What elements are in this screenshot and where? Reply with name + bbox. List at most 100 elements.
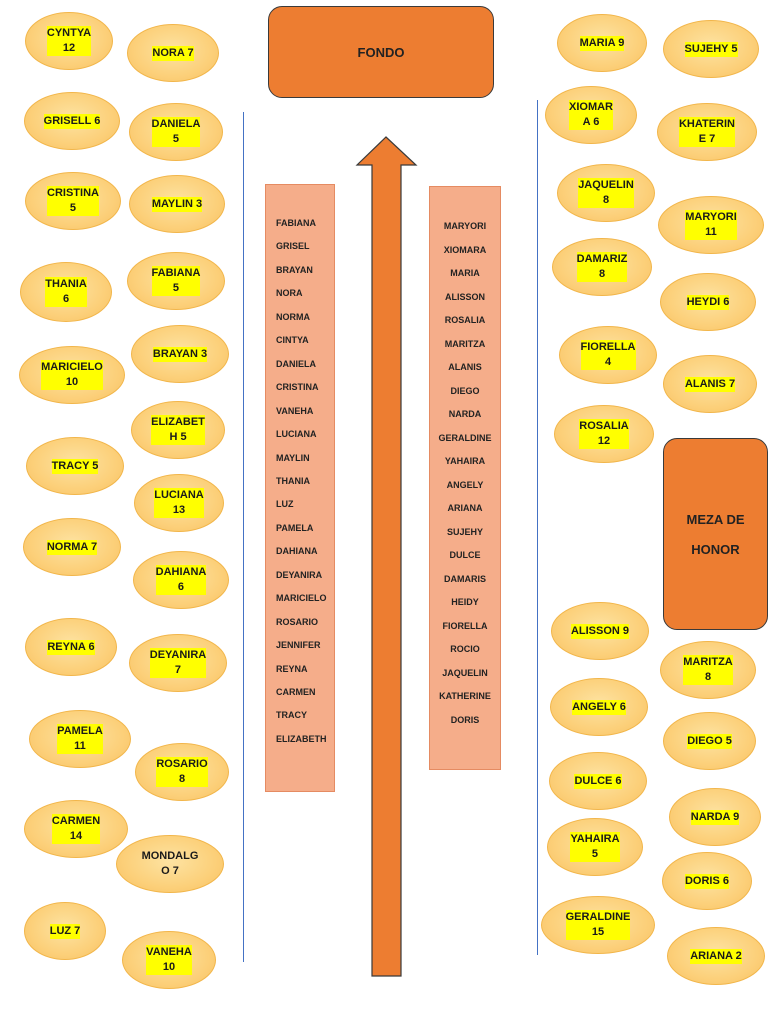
table-label: CYNTYA 12 xyxy=(46,26,92,56)
list-item: ROSARIO xyxy=(276,616,319,627)
table-label: ROSARIO 8 xyxy=(156,757,208,787)
list-item: ELIZABETH xyxy=(276,733,327,744)
table-label: DAHIANA 6 xyxy=(155,565,207,595)
left-guest-table: CRISTINA 5 xyxy=(25,172,121,230)
right-guest-table: DULCE 6 xyxy=(549,752,647,810)
left-guest-table: MONDALG O 7 xyxy=(116,835,224,893)
table-label: MARITZA 8 xyxy=(683,655,733,685)
mesa-honor-label: MEZA DE HONOR xyxy=(686,511,745,557)
right-guest-table: ROSALIA 12 xyxy=(554,405,654,463)
table-label: GERALDINE 15 xyxy=(565,910,631,940)
list-item: ROCIO xyxy=(450,644,480,654)
list-item: DIEGO xyxy=(450,385,480,396)
list-item: VANEHA xyxy=(276,405,314,416)
right-guest-table: KHATERIN E 7 xyxy=(657,103,757,161)
table-label: GRISELL 6 xyxy=(43,113,101,129)
table-label: ANGELY 6 xyxy=(572,699,626,715)
left-guest-table: LUZ 7 xyxy=(24,902,106,960)
table-label: FIORELLA 4 xyxy=(580,340,636,370)
right-guest-table: DIEGO 5 xyxy=(663,712,756,770)
list-item: SUJEHY xyxy=(446,526,483,537)
list-item: ALANIS xyxy=(448,362,482,372)
table-label: NORMA 7 xyxy=(46,539,98,555)
list-item: LUCIANA xyxy=(276,429,317,440)
list-item: PAMELA xyxy=(276,522,314,533)
table-label: XIOMAR A 6 xyxy=(569,100,613,130)
right-guest-table: YAHAIRA 5 xyxy=(547,818,643,876)
left-guest-table: DAHIANA 6 xyxy=(133,551,229,609)
list-item: CRISTINA xyxy=(276,382,319,393)
list-item: KATHERINE xyxy=(439,691,491,701)
table-label: ALANIS 7 xyxy=(684,376,736,392)
list-item: HEIDY xyxy=(451,597,479,607)
list-item: CINTYA xyxy=(276,335,309,346)
table-label: REYNA 6 xyxy=(47,639,95,655)
table-label: FABIANA 5 xyxy=(151,266,201,296)
fondo-label: FONDO xyxy=(357,44,405,60)
left-guest-table: VANEHA 10 xyxy=(122,931,216,989)
table-label: ARIANA 2 xyxy=(690,948,742,964)
list-item: DANIELA xyxy=(276,358,316,369)
list-item: JAQUELIN xyxy=(442,667,488,678)
right-guest-table: NARDA 9 xyxy=(669,788,761,846)
left-guest-table: DEYANIRA 7 xyxy=(129,634,227,692)
table-label: DAMARIZ 8 xyxy=(576,252,628,282)
table-label: MARYORI 11 xyxy=(685,210,737,240)
left-guest-table: FABIANA 5 xyxy=(127,252,225,310)
right-guest-table: MARITZA 8 xyxy=(660,641,756,699)
list-item: MARYORI xyxy=(443,221,487,231)
left-guest-table: CARMEN 14 xyxy=(24,800,128,858)
list-item: YAHAIRA xyxy=(444,456,486,466)
right-guest-table: MARIA 9 xyxy=(557,14,647,72)
list-item: CARMEN xyxy=(276,687,316,697)
list-item: FIORELLA xyxy=(442,620,488,631)
table-label: CRISTINA 5 xyxy=(47,186,99,216)
list-item: TRACY xyxy=(276,710,307,721)
left-guest-table: ELIZABET H 5 xyxy=(131,401,225,459)
right-divider-line xyxy=(537,100,538,955)
mesa-honor-box: MEZA DE HONOR xyxy=(663,438,768,630)
table-label: DANIELA 5 xyxy=(151,117,201,147)
table-label: MAYLIN 3 xyxy=(151,196,203,212)
left-guest-list: FABIANA GRISEL BRAYAN NORA NORMA CINTYA DANIEL… xyxy=(265,184,335,792)
table-label: ROSALIA 12 xyxy=(579,419,629,449)
table-label: CARMEN 14 xyxy=(51,814,101,844)
right-guest-table: ARIANA 2 xyxy=(667,927,765,985)
list-item: DULCE xyxy=(449,550,481,560)
table-label: MARIA 9 xyxy=(579,35,625,51)
table-label: HEYDI 6 xyxy=(686,294,730,310)
table-label: NARDA 9 xyxy=(690,809,740,825)
right-guest-table: SUJEHY 5 xyxy=(663,20,759,78)
list-item: NORA xyxy=(276,288,303,299)
list-item: ROSALIA xyxy=(444,315,486,325)
list-item: XIOMARA xyxy=(443,244,487,255)
list-item: MARITZA xyxy=(444,338,486,349)
left-guest-table: BRAYAN 3 xyxy=(131,325,229,383)
left-guest-table: PAMELA 11 xyxy=(29,710,131,768)
list-item: BRAYAN xyxy=(276,264,313,275)
right-guest-table: XIOMAR A 6 xyxy=(545,86,637,144)
list-item: DAHIANA xyxy=(276,546,318,557)
list-item: DORIS xyxy=(450,714,480,725)
right-guest-table: GERALDINE 15 xyxy=(541,896,655,954)
table-label: BRAYAN 3 xyxy=(152,346,208,362)
table-label: DORIS 6 xyxy=(684,873,729,889)
left-guest-table: GRISELL 6 xyxy=(24,92,120,150)
table-label: LUCIANA 13 xyxy=(154,488,204,518)
list-item: FABIANA xyxy=(276,218,316,228)
list-item: NORMA xyxy=(276,311,310,322)
table-label: YAHAIRA 5 xyxy=(570,832,620,862)
table-label: DULCE 6 xyxy=(574,773,622,789)
list-item: LUZ xyxy=(276,499,294,510)
left-guest-table: REYNA 6 xyxy=(25,618,117,676)
left-guest-table: THANIA 6 xyxy=(20,262,112,322)
list-item: ARIANA xyxy=(447,503,483,513)
table-label: NORA 7 xyxy=(152,45,194,61)
list-item: GRISEL xyxy=(276,241,310,252)
right-guest-table: FIORELLA 4 xyxy=(559,326,657,384)
table-label: KHATERIN E 7 xyxy=(678,117,735,147)
left-guest-table: CYNTYA 12 xyxy=(25,12,113,70)
left-guest-table: LUCIANA 13 xyxy=(134,474,224,532)
list-item: DEYANIRA xyxy=(276,569,323,580)
